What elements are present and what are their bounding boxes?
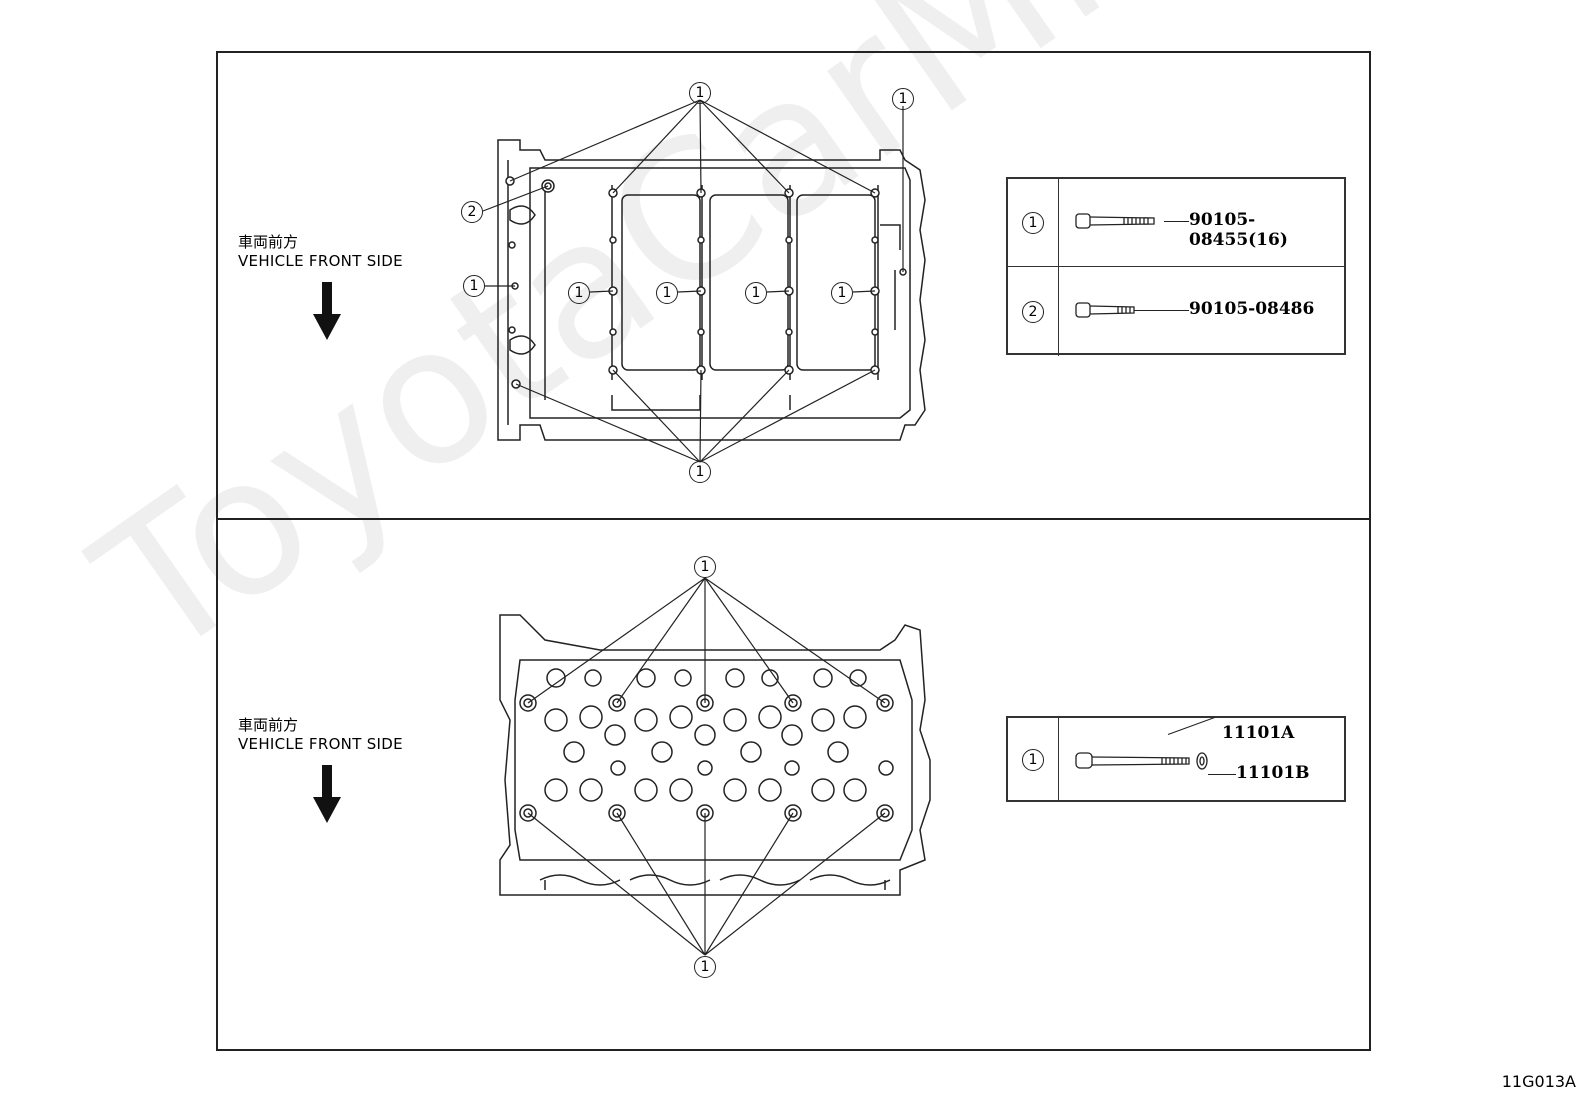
callout-1-left: 1 xyxy=(463,275,485,297)
part-number-a: 11101A xyxy=(1222,723,1295,743)
callout-1-bore1: 1 xyxy=(568,282,590,304)
head-callout-1-top: 1 xyxy=(694,556,716,578)
parts-row: 1 90105-08455(16) xyxy=(1008,179,1344,266)
top-direction-en: VEHICLE FRONT SIDE xyxy=(238,252,403,270)
parts-row: 1 11101A 11101B xyxy=(1008,716,1344,802)
callout-1-bore3: 1 xyxy=(745,282,767,304)
cylinder-block-drawing xyxy=(497,139,926,441)
part-index: 1 xyxy=(1022,749,1044,771)
diagram-frame xyxy=(216,51,1371,1051)
callout-1-bore4: 1 xyxy=(831,282,853,304)
part-number: 90105-08455(16) xyxy=(1189,210,1288,250)
cylinder-head-drawing xyxy=(499,614,931,896)
parts-row: 2 90105-08486 xyxy=(1008,266,1344,356)
section-divider xyxy=(216,518,1371,520)
top-direction-label: 車両前方 VEHICLE FRONT SIDE xyxy=(238,233,458,271)
callout-2: 2 xyxy=(461,201,483,223)
callout-1-top: 1 xyxy=(689,82,711,104)
bolt-icon xyxy=(1075,213,1155,229)
bottom-parts-table: 1 11101A 11101B xyxy=(1006,716,1346,802)
document-code: 11G013A xyxy=(1501,1072,1576,1091)
callout-1-bore2: 1 xyxy=(656,282,678,304)
bottom-direction-label: 車両前方 VEHICLE FRONT SIDE xyxy=(238,716,458,754)
part-index: 1 xyxy=(1022,211,1044,234)
callout-1-right: 1 xyxy=(892,88,914,110)
top-direction-jp: 車両前方 xyxy=(238,233,299,251)
top-parts-table: 1 90105-08455(16) 2 90105-08486 xyxy=(1006,177,1346,356)
callout-1-bottom: 1 xyxy=(689,461,711,483)
head-callout-1-bottom: 1 xyxy=(694,956,716,978)
bottom-front-arrow-icon xyxy=(313,765,341,823)
part-number-b: 11101B xyxy=(1236,763,1310,783)
part-number: 90105-08486 xyxy=(1189,299,1315,319)
part-index: 2 xyxy=(1022,300,1044,323)
top-front-arrow-icon xyxy=(313,282,341,340)
bottom-direction-jp: 車両前方 xyxy=(238,716,299,734)
bottom-direction-en: VEHICLE FRONT SIDE xyxy=(238,735,403,753)
head-bolt-washer-icon xyxy=(1075,752,1208,770)
